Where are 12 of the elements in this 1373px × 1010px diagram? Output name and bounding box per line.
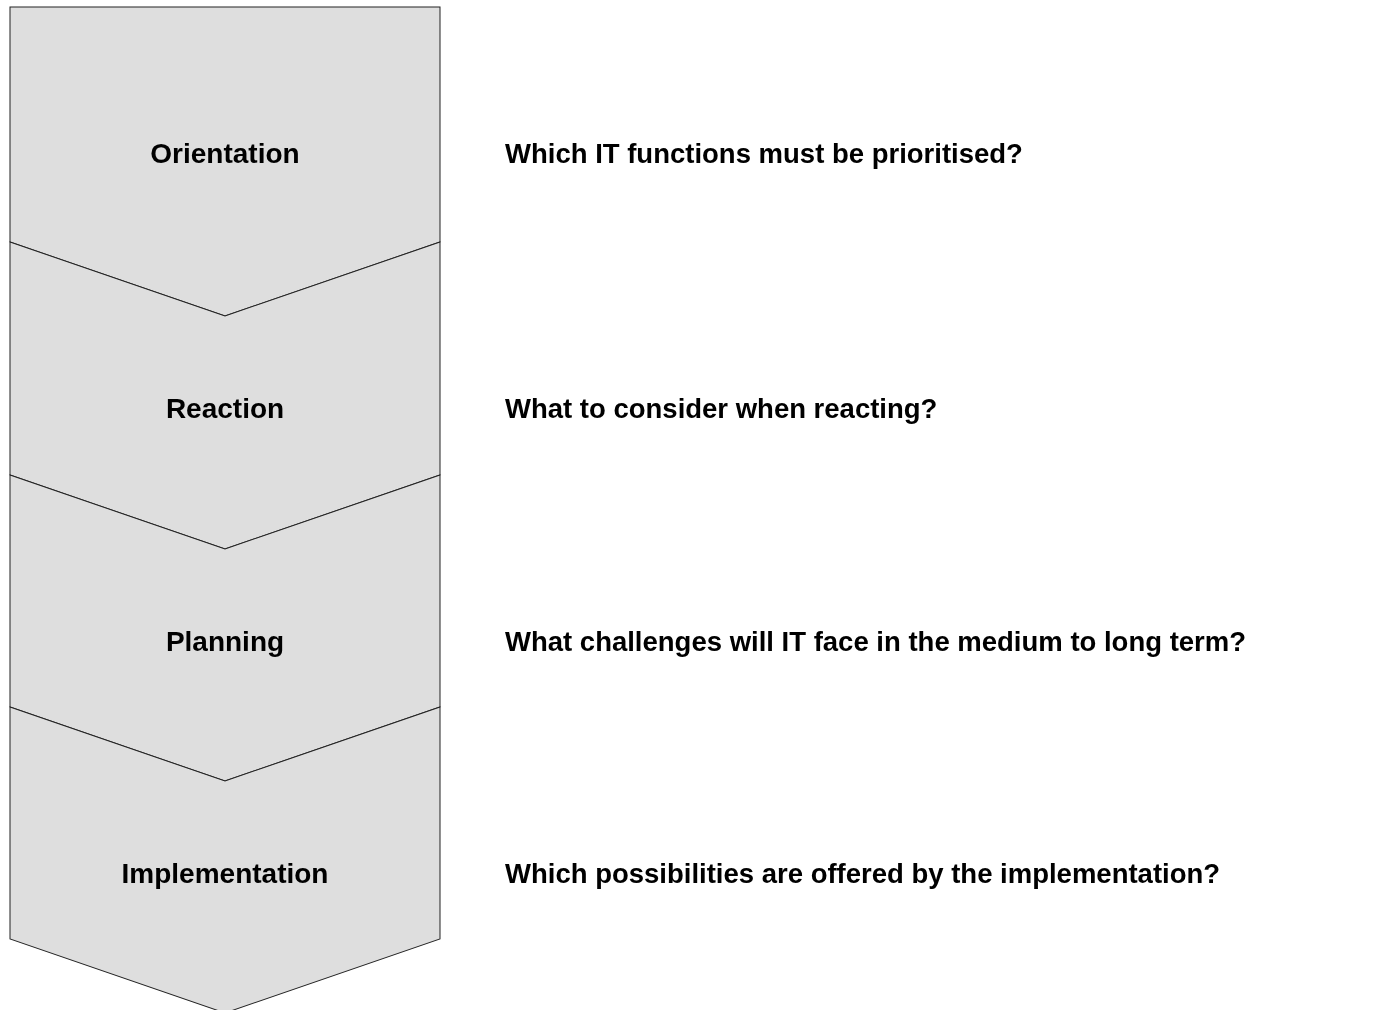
step-label: Reaction — [164, 393, 286, 425]
chevron-step — [10, 7, 440, 316]
question-text: Which possibilities are offered by the implementation? — [505, 858, 1221, 890]
question-text: Which IT functions must be prioritised? — [505, 138, 1023, 170]
chevron-step — [10, 242, 440, 549]
question-text: What challenges will IT face in the medium to long term? — [505, 626, 1247, 658]
step-label: Planning — [164, 626, 286, 658]
chevron-step — [10, 475, 440, 781]
step-label: Implementation — [120, 858, 330, 890]
question-text: What to consider when reacting? — [505, 393, 938, 425]
step-label: Orientation — [149, 138, 301, 170]
chevron-step — [10, 707, 440, 1010]
